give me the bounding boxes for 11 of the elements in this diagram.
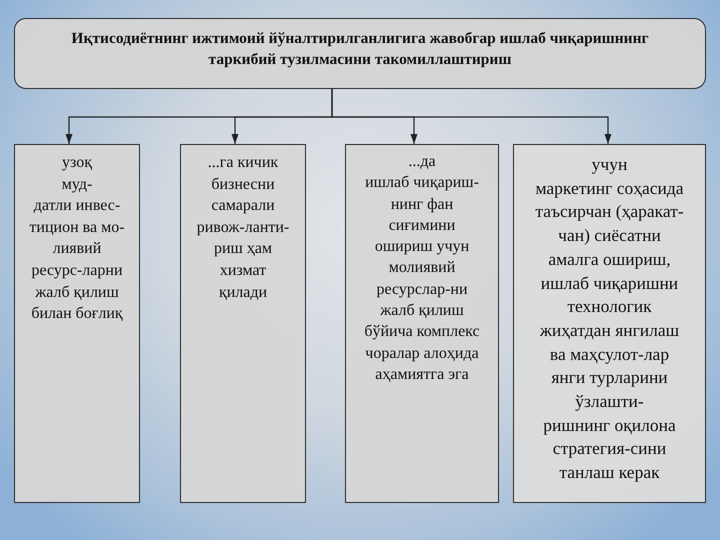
box-text: учун маркетинг соҳасида таъсирчан (ҳаракат- чан) сиёсатни амалга ошириш, ишлаб чиқаришни технологик жиҳатдан янгилаш ва маҳсулот-лар янги турларини ўзлашти- ришнинг оқилона стратегия-сини танлаш керак [534, 153, 685, 484]
connector-arrow [331, 89, 612, 144]
text-box [345, 144, 499, 503]
title-box [14, 18, 706, 89]
text-box [14, 144, 140, 503]
box-text: ...га кичик бизнесни самарали ривож-ланти- риш ҳам хизмат қилади [196, 153, 290, 303]
text-box [180, 144, 306, 503]
box-text: ...да ишлаб чиқариш- нинг фан сиғимини ошириш учун молиявий ресурслар-ни жалб қилиш бўйича комплекс чоралар алоҳида аҳамиятга эга [363, 152, 481, 385]
text-box [513, 144, 706, 503]
title-text: Иқтисодиётнинг ижтимоий йўналтирилганлигига жавобгар ишлаб чиқаришнинг таркибий тузилмасини такомиллаштириш [70, 29, 650, 70]
box-text: узоқ муд- датли инвес- тицион ва мо- лиявий ресурс-ларни жалб қилиш билан боғлиқ [28, 153, 126, 324]
